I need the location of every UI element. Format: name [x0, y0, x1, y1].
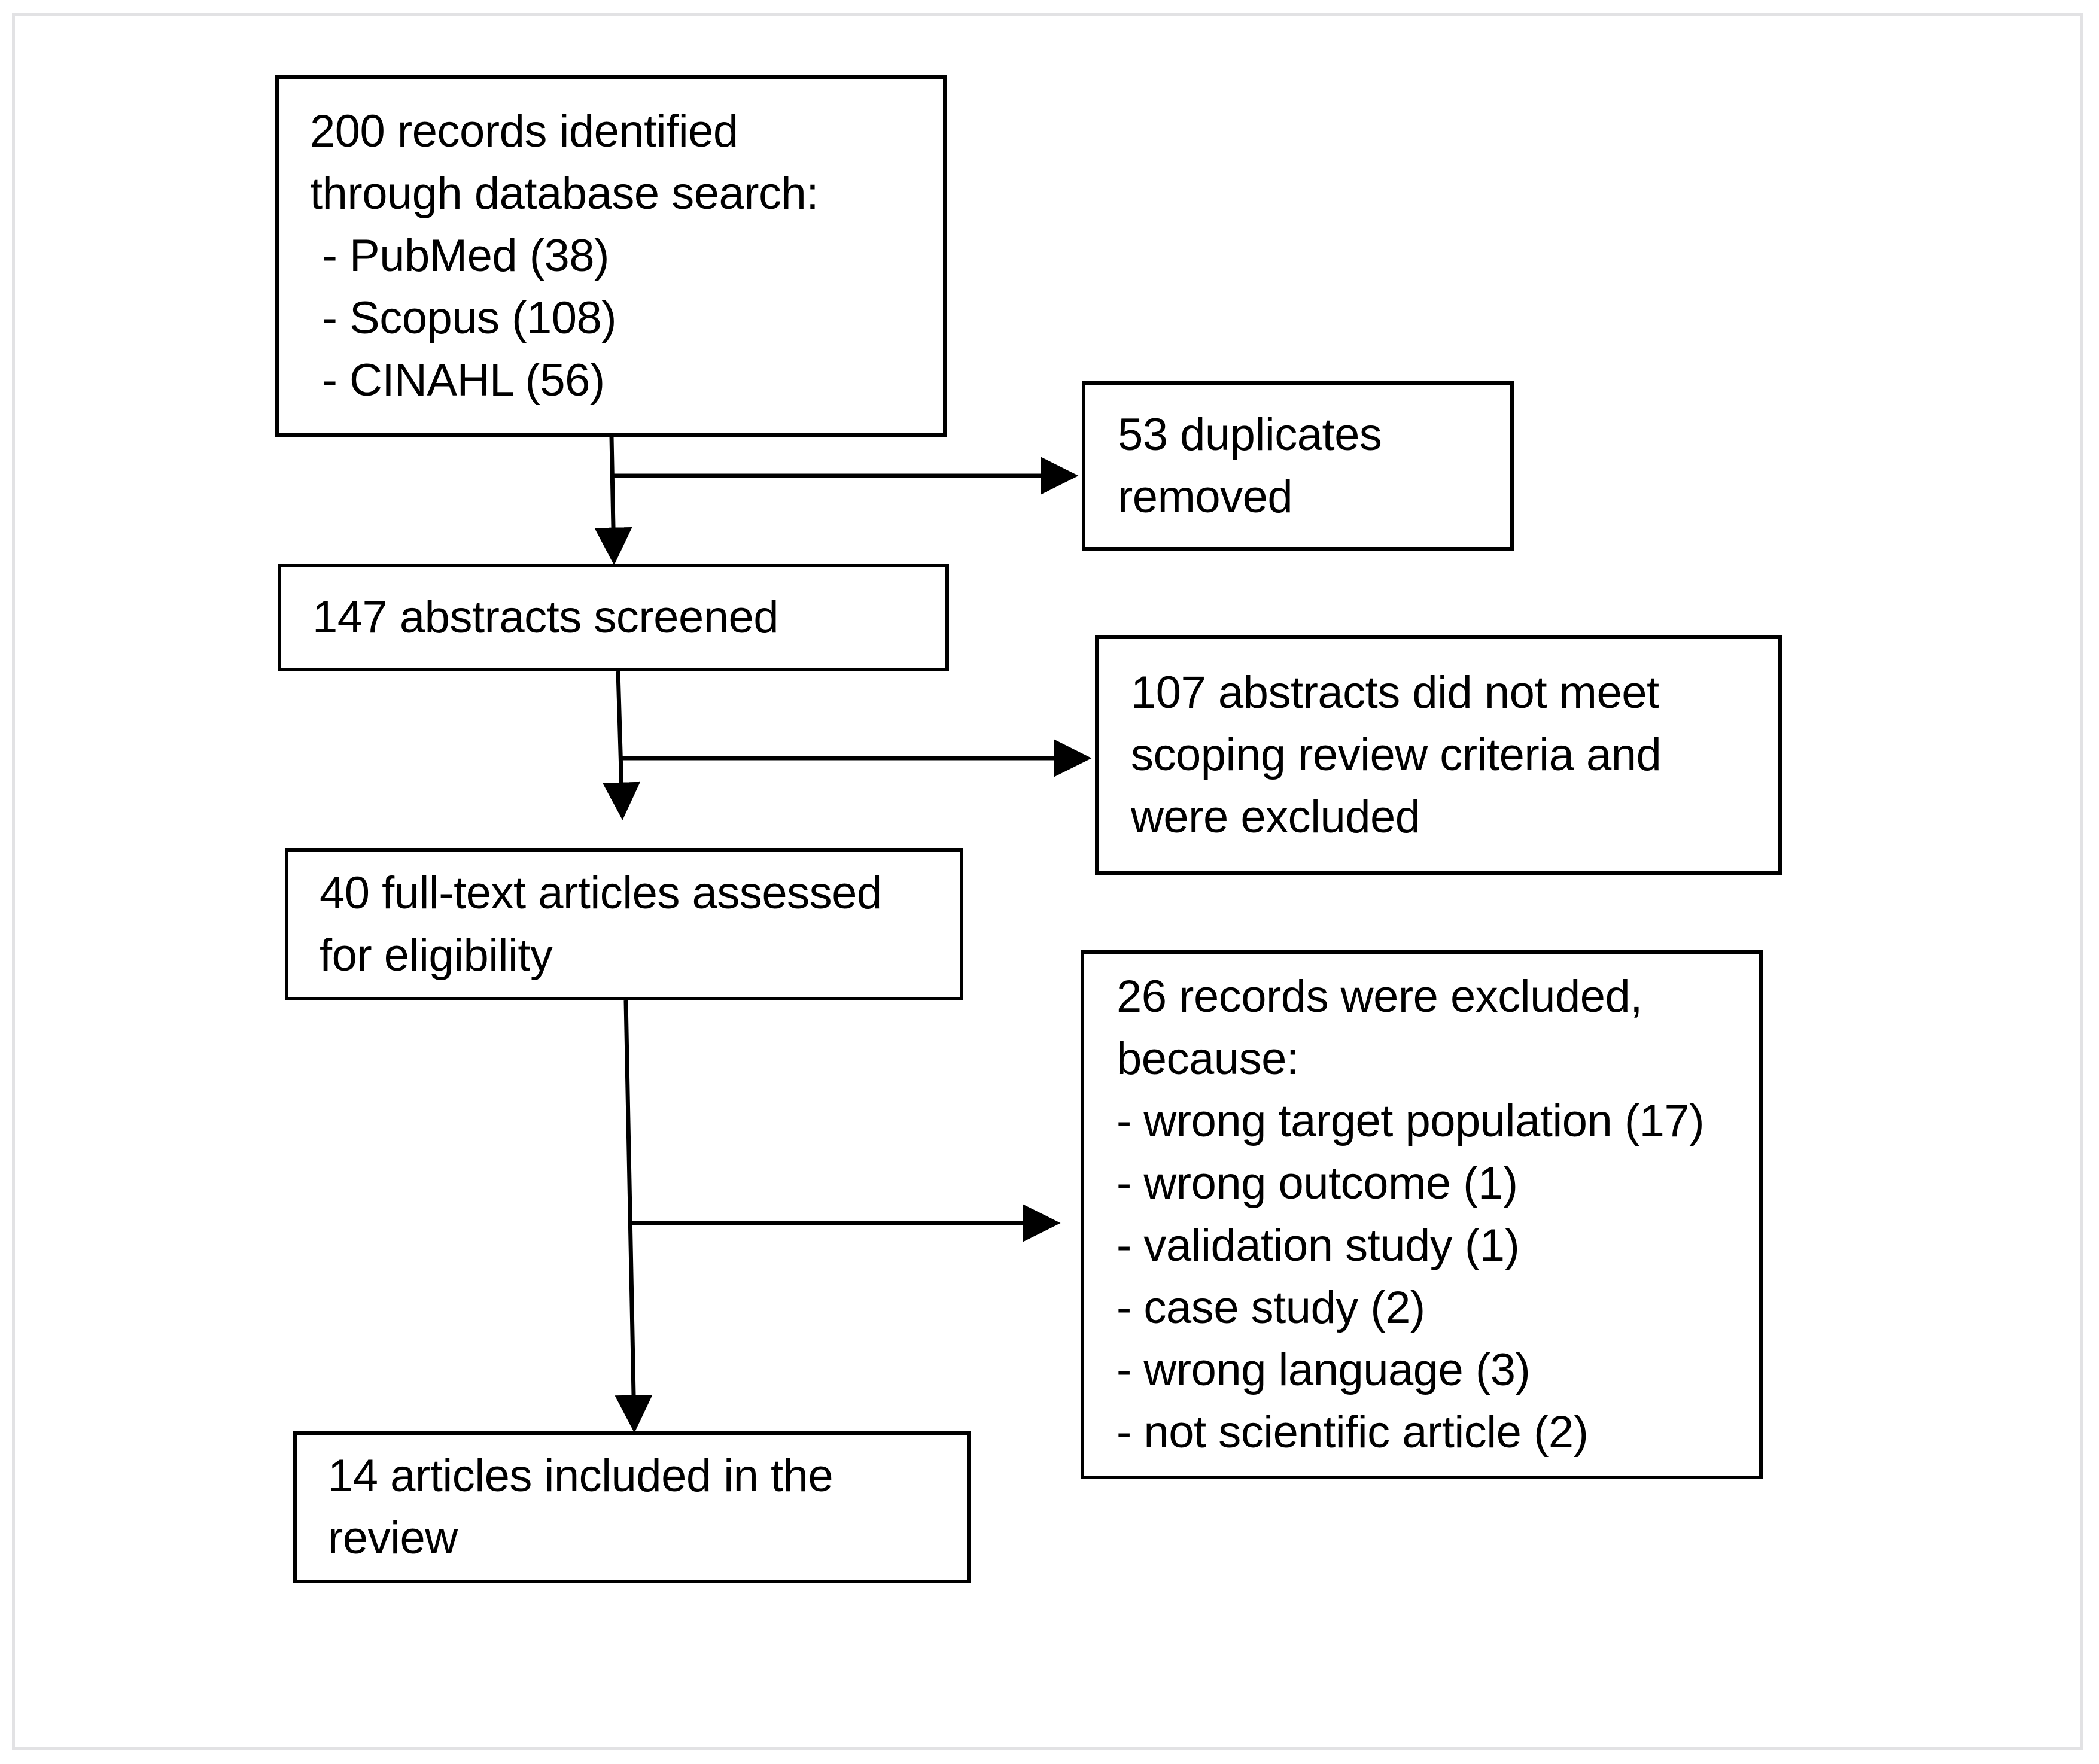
- line-source-scopus: - Scopus (108): [310, 293, 617, 343]
- connector-screened-to-fulltext: [603, 671, 640, 820]
- box-articles-included: 14 articles included in the review: [293, 1431, 971, 1583]
- line-source-pubmed: - PubMed (38): [310, 230, 610, 281]
- box-records-excluded: 26 records were excluded, because: - wro…: [1081, 950, 1763, 1479]
- line-reason-not-scientific-article: - not scientific article (2): [1117, 1407, 1589, 1458]
- line-scoping-criteria: scoping review criteria and: [1131, 729, 1662, 780]
- line-for-eligibility: for eligibility: [320, 930, 553, 981]
- line-reason-wrong-outcome: - wrong outcome (1): [1117, 1158, 1518, 1209]
- box-fulltext-assessed-text: 40 full-text articles assessed for eligi…: [288, 852, 960, 997]
- line-included-count: 14 articles included in the: [328, 1450, 833, 1501]
- line-abstracts-excluded-count: 107 abstracts did not meet: [1131, 667, 1659, 718]
- line-reason-wrong-target-population: - wrong target population (17): [1117, 1096, 1705, 1146]
- line-source-cinahl: - CINAHL (56): [310, 355, 606, 406]
- line-excluded-count: 26 records were excluded,: [1117, 971, 1642, 1022]
- line-reason-wrong-language: - wrong language (3): [1117, 1345, 1531, 1395]
- box-records-identified: 200 records identified through database …: [275, 75, 947, 437]
- line-database-search: through database search:: [310, 168, 819, 219]
- line-reason-validation-study: - validation study (1): [1117, 1220, 1520, 1271]
- line-duplicates-count: 53 duplicates: [1118, 409, 1382, 460]
- box-duplicates-removed-text: 53 duplicates removed: [1085, 385, 1510, 547]
- box-records-identified-text: 200 records identified through database …: [279, 79, 943, 433]
- box-duplicates-removed: 53 duplicates removed: [1082, 381, 1514, 551]
- line-records-count: 200 records identified: [310, 106, 738, 157]
- box-abstracts-screened: 147 abstracts screened: [278, 564, 949, 671]
- connector-identification-to-screened: [594, 436, 632, 565]
- line-duplicates-removed: removed: [1118, 471, 1293, 522]
- box-fulltext-assessed: 40 full-text articles assessed for eligi…: [285, 848, 963, 1000]
- line-fulltext-count: 40 full-text articles assessed: [320, 868, 882, 919]
- line-review: review: [328, 1513, 458, 1564]
- line-because: because:: [1117, 1033, 1299, 1084]
- box-abstracts-screened-text: 147 abstracts screened: [281, 567, 945, 668]
- box-abstracts-excluded-text: 107 abstracts did not meet scoping revie…: [1099, 639, 1778, 871]
- line-were-excluded: were excluded: [1131, 792, 1420, 843]
- box-abstracts-excluded: 107 abstracts did not meet scoping revie…: [1095, 635, 1782, 875]
- connector-fulltext-to-included: [615, 1000, 653, 1433]
- line-abstracts-screened: 147 abstracts screened: [312, 592, 779, 643]
- box-records-excluded-text: 26 records were excluded, because: - wro…: [1084, 954, 1759, 1476]
- box-articles-included-text: 14 articles included in the review: [297, 1435, 967, 1580]
- line-reason-case-study: - case study (2): [1117, 1282, 1425, 1333]
